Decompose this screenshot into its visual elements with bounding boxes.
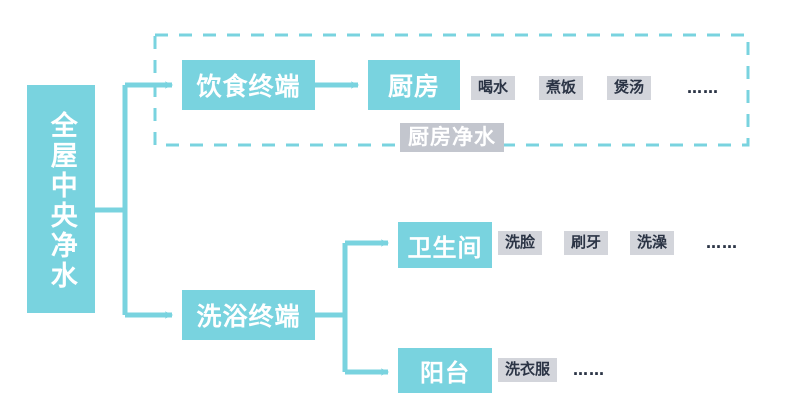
tag-row-kitchen: 喝水 煮饭 煲汤 ……	[471, 76, 719, 100]
node-balcony[interactable]: 阳台	[398, 348, 492, 393]
node-bathroom[interactable]: 卫生间	[398, 222, 492, 268]
node-diet-terminal[interactable]: 饮食终端	[182, 60, 315, 110]
tag-bathroom-1[interactable]: 洗脸	[498, 231, 543, 255]
tag-bathroom-2[interactable]: 刷牙	[564, 231, 609, 255]
tag-bathroom-ellipsis: ……	[706, 233, 739, 252]
tag-bathroom-3[interactable]: 洗澡	[630, 231, 675, 255]
node-whole-house-central-water[interactable]: 全屋中央净水	[27, 85, 95, 313]
tag-row-balcony: 洗衣服 ……	[498, 358, 605, 382]
tag-balcony-1[interactable]: 洗衣服	[498, 358, 558, 382]
badge-kitchen-water-purification: 厨房净水	[400, 123, 504, 153]
tag-kitchen-3[interactable]: 煲汤	[607, 76, 652, 100]
tag-kitchen-ellipsis: ……	[687, 78, 720, 97]
tag-balcony-ellipsis: ……	[573, 360, 606, 379]
node-kitchen[interactable]: 厨房	[368, 60, 460, 110]
node-bathing-terminal[interactable]: 洗浴终端	[182, 290, 315, 340]
tag-row-bathroom: 洗脸 刷牙 洗澡 ……	[498, 231, 738, 255]
tag-kitchen-2[interactable]: 煮饭	[539, 76, 584, 100]
tag-kitchen-1[interactable]: 喝水	[471, 76, 516, 100]
